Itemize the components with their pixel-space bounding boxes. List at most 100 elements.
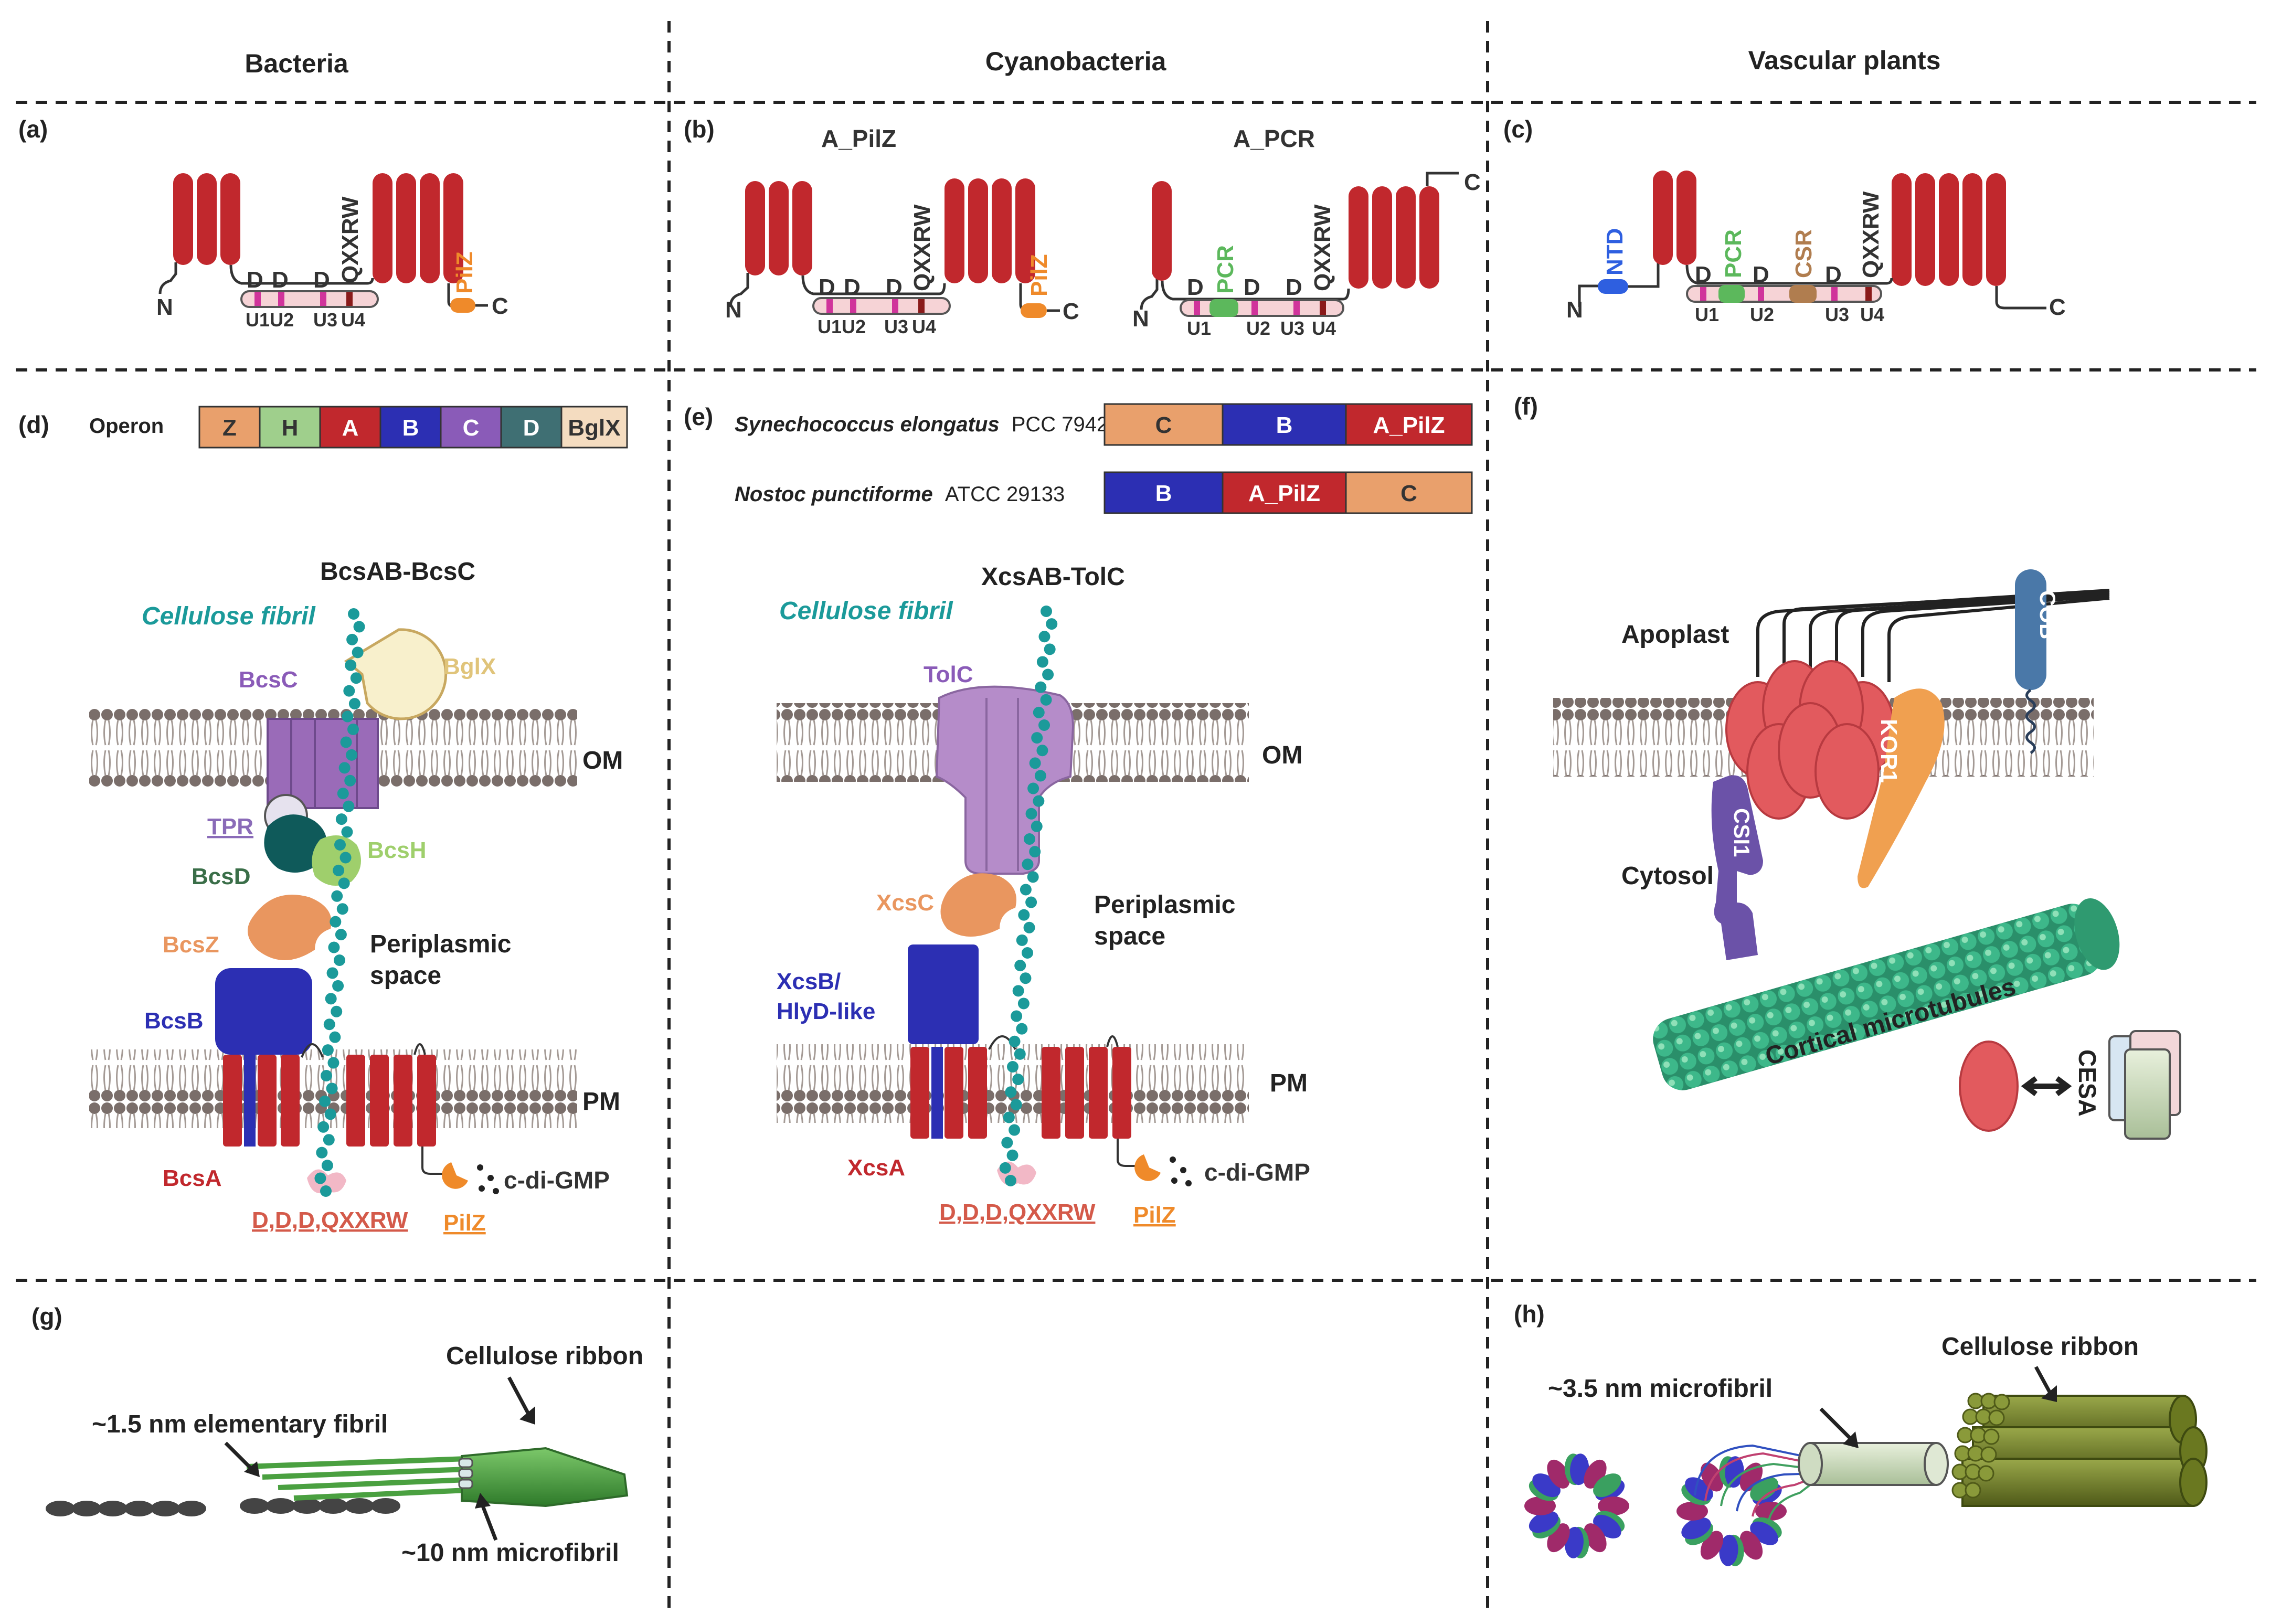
panel-h-microfibril-label: ~3.5 nm microfibril <box>1548 1375 1773 1403</box>
topology-b-left-u4: U4 <box>912 316 936 337</box>
topology-b-right-c: C <box>1464 169 1481 195</box>
panel-e-title: XcsAB-TolC <box>981 563 1125 591</box>
gene-block-a-pilz <box>1345 403 1473 446</box>
operon-e-row2-label: Nostoc punctiforme ATCC 29133 <box>735 483 1065 506</box>
panel-h-ribbon-label: Cellulose ribbon <box>1941 1333 2139 1361</box>
topology-c: N C NTD D PCR D CSR D QXXRW U1 U2 U3 U4 <box>1566 171 2066 325</box>
gene-block-d <box>500 406 563 449</box>
operon-e: Synechococcus elongatus PCC 7942 Nostoc … <box>735 403 1473 514</box>
panel-d-om-label: OM <box>582 747 623 774</box>
cellulose-ribbon-g <box>461 1447 629 1508</box>
panel-e-pm-label: PM <box>1270 1069 1308 1097</box>
tolc-shape <box>935 685 1075 875</box>
bcsd-shape <box>264 814 327 873</box>
cesa-legend-trimer <box>2108 1030 2181 1140</box>
gene-label-d: D <box>523 415 540 441</box>
topology-b-right-u3: U3 <box>1280 317 1304 339</box>
topology-b-left-n: N <box>725 297 742 323</box>
topology-a-c: C <box>492 293 508 319</box>
topology-a-u3: U3 <box>313 309 337 331</box>
cesa-rosette-right <box>1676 1456 1787 1566</box>
apoplast-label: Apoplast <box>1621 621 1729 649</box>
topology-a-pilz: PilZ <box>452 251 477 294</box>
glucan-fan <box>1694 1444 1817 1522</box>
topology-b-right-d3: D <box>1286 274 1302 300</box>
bcsz-shape <box>248 895 332 960</box>
operon-d-label: Operon <box>89 415 164 438</box>
cortical-microtubule <box>1653 898 2120 1090</box>
panel-label-e: (e) <box>684 403 713 430</box>
topology-b-left-u3: U3 <box>884 316 908 337</box>
kor1-label: KOR1 <box>1876 719 1902 783</box>
csi1-label: CSI1 <box>1729 808 1754 857</box>
panel-label-a: (a) <box>18 115 48 143</box>
elementary-fibrils <box>246 1456 468 1501</box>
topology-b-right-motif: QXXRW <box>1310 204 1335 291</box>
bglx-label: BglX <box>443 654 496 680</box>
topology-c-motif: QXXRW <box>1858 191 1884 278</box>
gene-block-a <box>319 406 381 449</box>
panel-f-diagram: Apoplast Cytosol COB KOR1 <box>1553 569 2181 1140</box>
gene-label-b: B <box>1276 412 1293 438</box>
gene-block-c <box>440 406 502 449</box>
microfibril-cylinder <box>1798 1442 1949 1486</box>
topology-a-u1u2: U1U2 <box>246 309 294 331</box>
csi1-shape <box>1711 775 1763 960</box>
panel-e-diagram: XcsAB-TolC Cellulose fibril OM PM TolC X… <box>777 563 1310 1228</box>
gene-label-a-pilz: A_PilZ <box>1248 481 1320 506</box>
gene-block-c <box>1103 403 1224 446</box>
panel-d-diagram: BcsAB-BcsC Cellulose fibril OM PM BcsC B… <box>89 558 623 1236</box>
topology-a-d3: D <box>313 267 330 293</box>
panel-e-cellulose-fibril <box>999 606 1058 1186</box>
gene-label-bglx: BglX <box>568 415 620 441</box>
gene-label-b: B <box>402 415 419 441</box>
xcsb-label-2: HlyD-like <box>777 999 875 1024</box>
topology-b-pcr: A_PCR N C D D D PCR QXXRW U1 U2 U3 U4 <box>1132 125 1481 339</box>
topology-b-right-pcr: PCR <box>1213 245 1238 294</box>
cob-label: COB <box>2035 590 2060 639</box>
column-title-bacteria: Bacteria <box>245 49 349 78</box>
topology-c-d3: D <box>1825 262 1842 288</box>
panel-d-cellulose-fibril <box>314 608 365 1197</box>
panel-d-periplasm-1: Periplasmic <box>370 930 511 958</box>
cytosol-label: Cytosol <box>1621 862 1714 890</box>
xcsa-helices <box>910 1047 1131 1139</box>
cesa-label: CESA <box>2074 1049 2101 1117</box>
panel-label-b: (b) <box>684 115 715 143</box>
gene-block-bglx <box>560 406 628 449</box>
topology-b-left-d2: D <box>844 274 861 300</box>
panel-e-ddd-label: D,D,D,QXXRW <box>939 1200 1096 1225</box>
gene-block-a-pilz <box>1222 471 1347 514</box>
panel-h-diagram: Cellulose ribbon ~3.5 nm microfibril <box>1524 1333 2208 1566</box>
bcsb-label: BcsB <box>144 1008 204 1034</box>
bcsa-helices <box>223 1055 436 1147</box>
xcsc-label: XcsC <box>876 890 934 916</box>
bcsd-label: BcsD <box>192 864 251 889</box>
cob-shape <box>2015 569 2046 690</box>
panel-label-d: (d) <box>18 411 49 438</box>
glucan-chain-right <box>240 1498 400 1514</box>
topology-a-d2: D <box>272 267 289 293</box>
topology-a-d1: D <box>247 267 263 293</box>
panel-label-g: (g) <box>31 1303 62 1330</box>
panel-e-om-label: OM <box>1262 741 1302 769</box>
topology-b-left-motif: QXXRW <box>909 204 935 291</box>
topology-c-d1: D <box>1695 262 1712 288</box>
gene-block-b <box>1103 471 1224 514</box>
topology-b-right-title: A_PCR <box>1233 125 1315 152</box>
topology-c-pcr: PCR <box>1721 229 1746 278</box>
gene-label-z: Z <box>222 415 237 441</box>
bcsa-pilz-shape <box>442 1162 468 1189</box>
tpr-label: TPR <box>207 814 253 840</box>
panel-g-ribbon-label: Cellulose ribbon <box>446 1342 643 1370</box>
topology-c-d2: D <box>1753 262 1769 288</box>
panel-d-periplasm-2: space <box>370 962 441 990</box>
gene-label-a: A <box>342 415 359 441</box>
gene-label-a-pilz: A_PilZ <box>1373 412 1445 438</box>
xcsc-shape <box>940 873 1016 937</box>
cesa-rosette-left <box>1524 1453 1629 1558</box>
panel-e-fibril-label: Cellulose fibril <box>779 597 953 625</box>
topology-b-right-u2: U2 <box>1246 317 1270 339</box>
